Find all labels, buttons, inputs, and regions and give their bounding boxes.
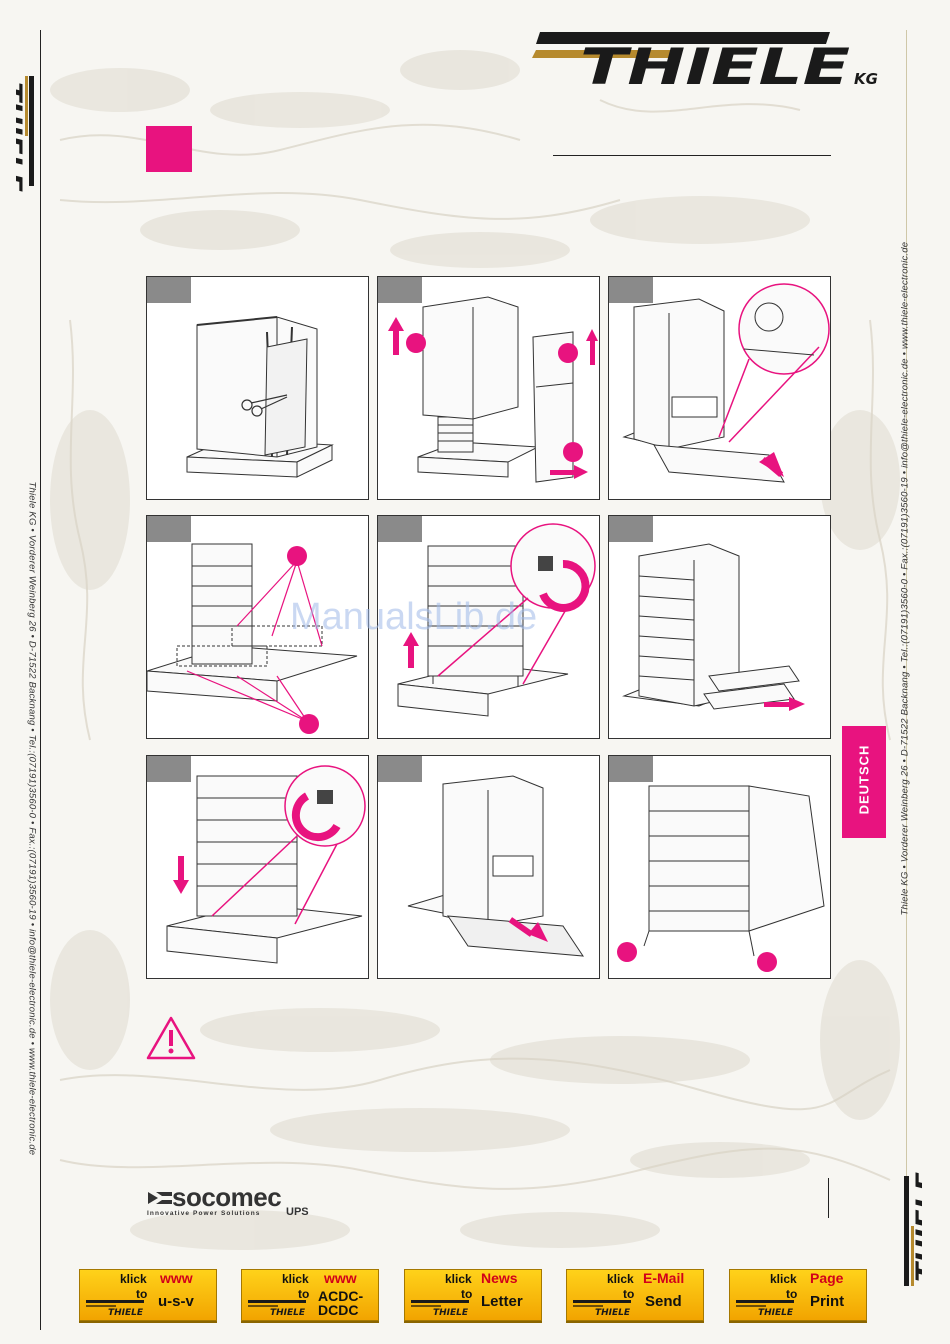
thiele-side-logo: THIELE KG [16,76,34,192]
step-panel-4 [146,515,369,739]
step-2-illustration [388,296,598,483]
step-panel-9 [608,755,831,979]
button-klick: klick [120,1272,147,1286]
thiele-bottom-logo: THIELE KG [904,1172,922,1286]
svg-text:THIELE: THIELE [758,1308,794,1316]
button-to: to [461,1287,473,1301]
step-tab [609,756,653,782]
language-tab[interactable]: DEUTSCH [842,726,886,838]
button-main: E-Mail [643,1270,685,1286]
watermark: ManualsLib.de [290,596,538,638]
step-tab [378,277,422,303]
thiele-mini-logo: THIELE [573,1300,631,1316]
step-tab [609,516,653,542]
step-1-illustration [186,316,334,478]
step-tab [147,756,191,782]
svg-text:THIELE: THIELE [108,1308,144,1316]
scissors-icon [241,394,288,417]
button-main: www [160,1270,193,1286]
step-panel-5 [377,515,600,739]
button-main: Page [810,1270,844,1286]
step-9-illustration [617,785,825,972]
warning-icon [146,1016,196,1060]
header-rule [553,155,831,156]
button-to: to [298,1287,310,1301]
logo-wordmark: THIELE [580,38,850,90]
button-to: to [623,1287,635,1301]
logo-suffix: KG [854,70,878,88]
thiele-mini-logo: THIELE [86,1300,144,1316]
svg-text:THIELE: THIELE [913,1172,922,1282]
socomec-tagline: Innovative Power Solutions [147,1210,261,1217]
thiele-mini-logo: THIELE [248,1300,306,1316]
thiele-mini-logo: THIELE [736,1300,794,1316]
thiele-logo: THIELE KG [532,32,878,90]
right-margin-rule [906,30,907,1230]
button-klick: klick [282,1272,309,1286]
button-sub: Print [810,1293,845,1310]
side-contact-left: Thiele KG • Vorderer Weinberg 26 • D-715… [26,481,38,1156]
step-6-illustration [622,543,805,711]
button-to: to [786,1287,798,1301]
step-panel-7 [146,755,369,979]
socomec-logo: socomec Innovative Power Solutions UPS [146,1182,316,1222]
svg-text:THIELE: THIELE [16,82,25,192]
step-panel-3 [608,276,831,500]
thiele-mini-logo: THIELE [411,1300,469,1316]
step-tab [378,756,422,782]
step-4-illustration [147,543,358,734]
language-tab-label: DEUTSCH [856,744,872,815]
step-8-illustration [407,775,584,957]
step-tab [609,277,653,303]
step-3-illustration [622,283,830,483]
left-margin-rule [40,30,41,1330]
footer-rule [828,1178,829,1218]
button-sub: Send [645,1293,682,1310]
button-main: www [324,1270,357,1286]
svg-text:THIELE: THIELE [595,1308,631,1316]
socomec-mark-icon [148,1192,172,1204]
side-contact-right: Thiele KG • Vorderer Weinberg 26 • D-715… [899,241,911,916]
button-main: News [481,1270,518,1286]
section-marker [146,126,192,172]
step-tab [147,277,191,303]
button-sub: Letter [481,1293,523,1310]
svg-text:THIELE: THIELE [270,1308,306,1316]
button-www-acdc-dcdc[interactable]: klick to www ACDC- DCDC THIELE [241,1269,379,1321]
step-tab [378,516,422,542]
button-news-letter[interactable]: klick to News Letter THIELE [404,1269,542,1321]
step-tab [147,516,191,542]
step-panel-2 [377,276,600,500]
button-to: to [136,1287,148,1301]
button-sub: ACDC- DCDC [318,1288,364,1318]
socomec-division: UPS [286,1206,309,1218]
button-page-print[interactable]: klick to Page Print THIELE [729,1269,867,1321]
step-panel-1 [146,276,369,500]
button-email-send[interactable]: klick to E-Mail Send THIELE [566,1269,704,1321]
svg-text:THIELE: THIELE [433,1308,469,1316]
step-panel-6 [608,515,831,739]
button-klick: klick [607,1272,634,1286]
button-klick: klick [445,1272,472,1286]
step-panel-8 [377,755,600,979]
button-klick: klick [770,1272,797,1286]
socomec-name: socomec [172,1182,282,1212]
button-www-usv[interactable]: klick to www u-s-v THIELE [79,1269,217,1321]
step-5-illustration [397,523,596,717]
button-sub: u-s-v [158,1293,194,1310]
step-7-illustration [166,765,366,964]
